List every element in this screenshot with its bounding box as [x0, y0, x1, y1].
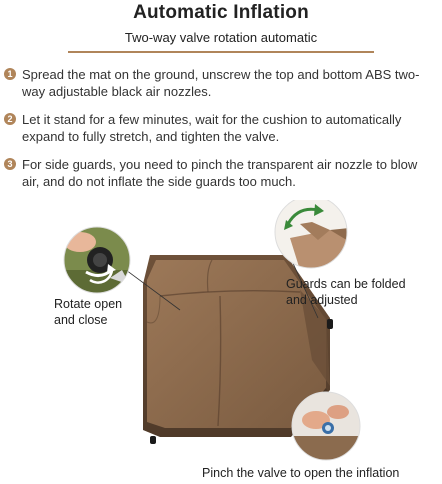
instruction-list: 1 Spread the mat on the ground, unscrew … — [4, 66, 438, 201]
pinch-valve-detail — [291, 391, 361, 461]
step-text: For side guards, you need to pinch the t… — [22, 157, 418, 189]
step-text: Let it stand for a few minutes, wait for… — [22, 112, 402, 144]
instruction-step-3: 3 For side guards, you need to pinch the… — [4, 156, 438, 190]
step-number-badge: 2 — [4, 113, 16, 125]
fold-arrow-icon — [284, 204, 324, 230]
instruction-step-1: 1 Spread the mat on the ground, unscrew … — [4, 66, 438, 100]
pinch-caption: Pinch the valve to open the inflation — [202, 466, 400, 480]
rotate-valve-detail — [63, 226, 131, 294]
caption-line: Rotate open — [54, 297, 123, 311]
instruction-step-2: 2 Let it stand for a few minutes, wait f… — [4, 111, 438, 145]
caption-line: and close — [54, 313, 108, 327]
title-divider — [68, 51, 374, 53]
air-mattress — [143, 255, 333, 444]
page-title: Automatic Inflation — [133, 2, 309, 23]
rotate-caption: Rotate open and close — [54, 296, 122, 328]
caption-line: Guards can be folded — [286, 277, 406, 291]
step-text: Spread the mat on the ground, unscrew th… — [22, 67, 420, 99]
caption-line: and adjusted — [286, 293, 358, 307]
mattress-illustration — [63, 200, 361, 461]
guards-caption: Guards can be folded and adjusted — [286, 276, 406, 308]
step-number-badge: 3 — [4, 158, 16, 170]
step-number-badge: 1 — [4, 68, 16, 80]
rotate-arrow-icon — [89, 264, 116, 284]
page-subtitle: Two-way valve rotation automatic — [124, 30, 318, 45]
pointer-line — [125, 269, 181, 311]
